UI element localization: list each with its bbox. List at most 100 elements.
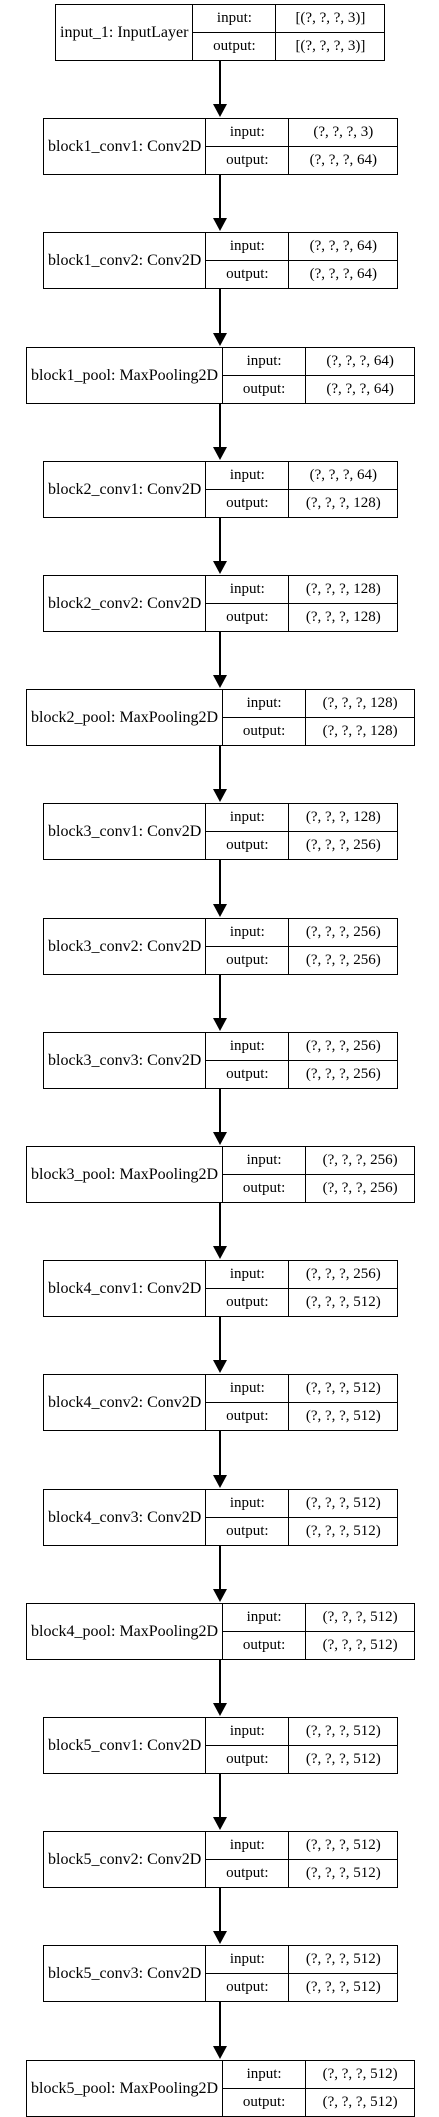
output-label: output: (226, 1523, 269, 1539)
io-labels: input: output: (223, 1604, 307, 1659)
output-label: output: (226, 495, 269, 511)
output-shape: (?, ?, ?, 512) (305, 1979, 381, 1995)
output-shape: [(?, ?, ?, 3)] (295, 38, 366, 54)
output-label: output: (242, 1637, 286, 1653)
layer-name: block1_conv2: Conv2D (44, 233, 207, 288)
io-labels: input:output: (206, 233, 290, 288)
io-values: (?, ?, ?, 128)(?, ?, ?, 128) (306, 690, 415, 745)
io-labels: input: output: (206, 1261, 290, 1316)
output-shape: (?, ?, ?, 128) (305, 495, 381, 511)
arrow-head-icon (213, 1246, 227, 1259)
arrow-head-icon (213, 1589, 227, 1602)
output-shape: (?, ?, ?, 512) (305, 1751, 381, 1767)
output-shape: (?, ?, ?, 64) (309, 266, 378, 282)
flow-arrow (213, 175, 227, 231)
input-label: input: (206, 1261, 289, 1289)
output-shape: (?, ?, ?, 64) (309, 152, 378, 168)
flow-arrow (213, 1203, 227, 1259)
input-shape: (?, ?, ?, 512) (289, 1490, 398, 1518)
flow-arrow (213, 404, 227, 460)
output-shape: (?, ?, ?, 512) (305, 1865, 381, 1881)
input-label: input: (193, 5, 276, 33)
input-shape: (?, ?, ?, 64) (289, 233, 398, 261)
input-label: input: (206, 1375, 289, 1403)
io-labels: input:output: (206, 804, 290, 859)
input-label: input: (206, 919, 289, 947)
layer-name: block3_conv1: Conv2D (44, 804, 207, 859)
io-labels: input:output: (206, 576, 290, 631)
arrow-head-icon (213, 904, 227, 917)
flow-arrow (213, 975, 227, 1031)
layer-name: block4_conv2: Conv2D (44, 1375, 207, 1430)
io-values: (?, ?, ?, 512)(?, ?, ?, 512) (306, 2061, 415, 2116)
input-shape: (?, ?, ?, 512) (306, 1604, 415, 1632)
arrow-head-icon (213, 675, 227, 688)
output-shape: (?, ?, ?, 512) (305, 1523, 381, 1539)
layer-name: block5_conv1: Conv2D (44, 1718, 207, 1773)
flow-arrow (213, 1546, 227, 1602)
io-labels: input:output: (206, 1718, 290, 1773)
io-values: (?, ?, ?, 256) (?, ?, ?, 256) (289, 1033, 398, 1088)
arrow-head-icon (213, 2046, 227, 2059)
io-values: (?, ?, ?, 512)(?, ?, ?, 512) (306, 1604, 415, 1659)
flow-arrow (213, 632, 227, 688)
layer-name: block3_conv2: Conv2D (44, 919, 207, 974)
arrow-head-icon (213, 1931, 227, 1944)
output-label: output: (226, 1979, 269, 1995)
layer-name: block3_conv3: Conv2D (44, 1033, 207, 1088)
layer-name: block5_pool: MaxPooling2D (27, 2061, 224, 2116)
arrow-head-icon (213, 1132, 227, 1145)
output-label: output: (226, 1408, 269, 1424)
flow-arrow (213, 2002, 227, 2059)
output-label: output: (226, 837, 269, 853)
output-shape: (?, ?, ?, 512) (322, 2094, 398, 2110)
input-shape: (?, ?, ?, 256) (289, 1033, 398, 1061)
output-shape: (?, ?, ?, 256) (305, 1066, 381, 1082)
flow-arrow (213, 1431, 227, 1488)
io-values: (?, ?, ?, 64)(?, ?, ?, 128) (289, 462, 398, 517)
output-label: output: (226, 952, 269, 968)
output-shape: (?, ?, ?, 512) (305, 1408, 381, 1424)
output-label: output: (242, 2094, 286, 2110)
io-labels: input:output: (223, 2061, 307, 2116)
io-labels: input: output: (206, 1946, 290, 2001)
io-values: (?, ?, ?, 3) (?, ?, ?, 64) (289, 119, 398, 174)
layer-name: block2_pool: MaxPooling2D (27, 690, 224, 745)
io-labels: input:output: (223, 1147, 307, 1202)
io-labels: input:output: (223, 348, 307, 403)
input-label: input: (223, 1604, 306, 1632)
flow-arrow (213, 289, 227, 346)
layer-name: block1_pool: MaxPooling2D (27, 348, 224, 403)
output-label: output: (242, 1180, 286, 1196)
arrow-head-icon (213, 789, 227, 802)
flow-arrow (213, 1089, 227, 1145)
input-shape: [(?, ?, ?, 3)] (276, 5, 385, 33)
input-label: input: (206, 1946, 289, 1974)
output-shape: (?, ?, ?, 128) (322, 723, 398, 739)
io-values: (?, ?, ?, 512) (?, ?, ?, 512) (289, 1490, 398, 1545)
output-shape: (?, ?, ?, 256) (305, 837, 381, 853)
io-labels: input:output: (193, 5, 277, 60)
layer-name: block5_conv2: Conv2D (44, 1832, 207, 1887)
arrow-head-icon (213, 333, 227, 346)
input-label: input: (206, 576, 289, 604)
output-label: output: (226, 1294, 269, 1310)
arrow-head-icon (213, 1703, 227, 1716)
arrow-head-icon (213, 561, 227, 574)
io-values: (?, ?, ?, 128)(?, ?, ?, 128) (289, 576, 398, 631)
input-shape: (?, ?, ?, 3) (289, 119, 398, 147)
arrow-head-icon (213, 447, 227, 460)
output-shape: (?, ?, ?, 128) (305, 609, 381, 625)
output-label: output: (242, 723, 286, 739)
io-values: (?, ?, ?, 512)(?, ?, ?, 512) (289, 1946, 398, 2001)
input-shape: (?, ?, ?, 256) (306, 1147, 415, 1175)
